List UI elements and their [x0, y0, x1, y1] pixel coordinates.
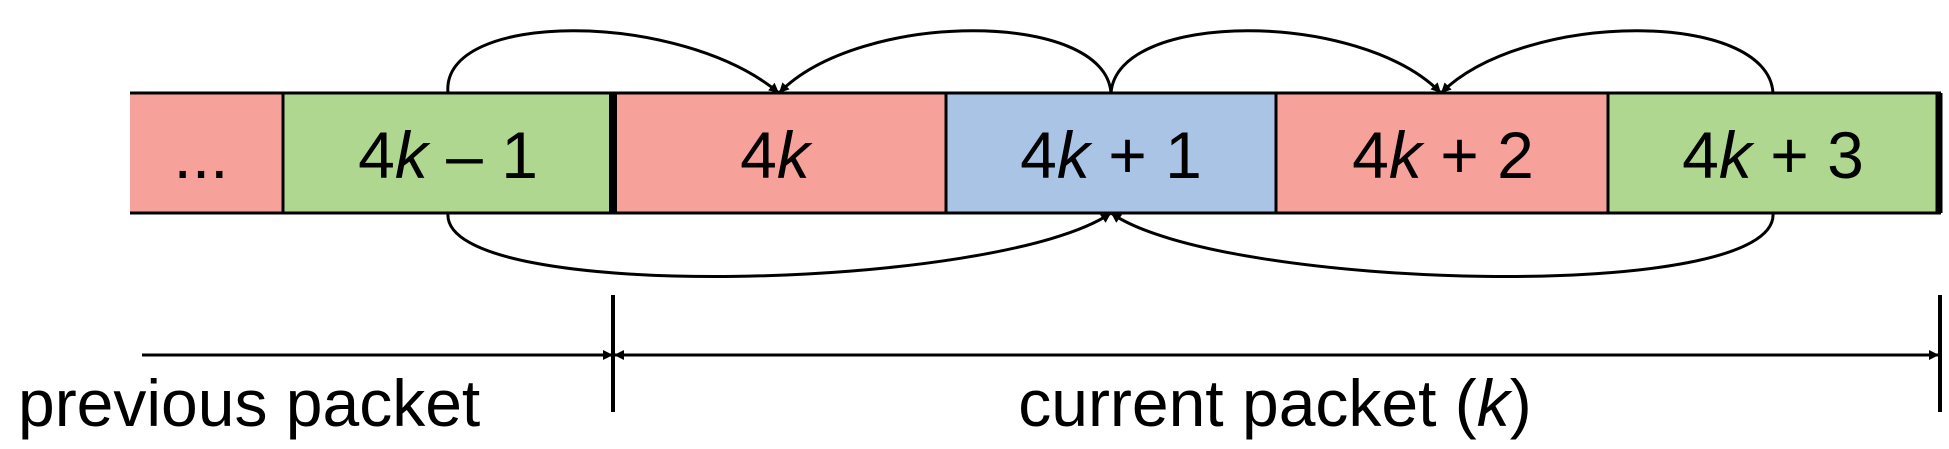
- cell-ellipsis: [130, 93, 283, 213]
- packet-span-indicators: [142, 295, 1942, 412]
- cell-4k-plus-1: [946, 93, 1276, 213]
- cell-label-4k-plus-3: 4k + 3: [1682, 118, 1864, 192]
- arc-4k-plus-3-to-4k-plus-2: [1439, 29, 1775, 95]
- bottom-dependency-arcs: [446, 211, 1775, 278]
- cell-label-4k: 4k: [740, 118, 813, 192]
- cell-label-4k-minus-1: 4k – 1: [358, 118, 538, 192]
- arc-4k-minus-1-to-4k-plus-1: [446, 211, 1112, 278]
- cell-4k-plus-2: [1276, 93, 1608, 213]
- cell-label-4k-plus-1: 4k + 1: [1020, 118, 1202, 192]
- cell-label-4k-plus-2: 4k + 2: [1352, 118, 1534, 192]
- cell-4k-minus-1: [283, 93, 613, 213]
- cell-label-ellipsis: ...: [173, 118, 228, 192]
- arc-4k-plus-1-to-4k: [777, 29, 1113, 95]
- arc-4k-plus-1-to-4k-plus-2: [1109, 29, 1443, 95]
- current-packet-label: current packet (k): [1018, 366, 1532, 440]
- cell-row: ... 4k – 1 4k 4k + 1 4k + 2 4k + 3: [130, 91, 1943, 215]
- previous-packet-label: previous packet: [18, 366, 480, 440]
- cell-4k: [613, 93, 946, 213]
- arc-4k-plus-3-to-4k-plus-1: [1110, 211, 1775, 278]
- top-dependency-arcs: [446, 29, 1775, 95]
- arc-4k-minus-1-to-4k: [446, 29, 780, 95]
- cell-4k-plus-3: [1608, 93, 1941, 213]
